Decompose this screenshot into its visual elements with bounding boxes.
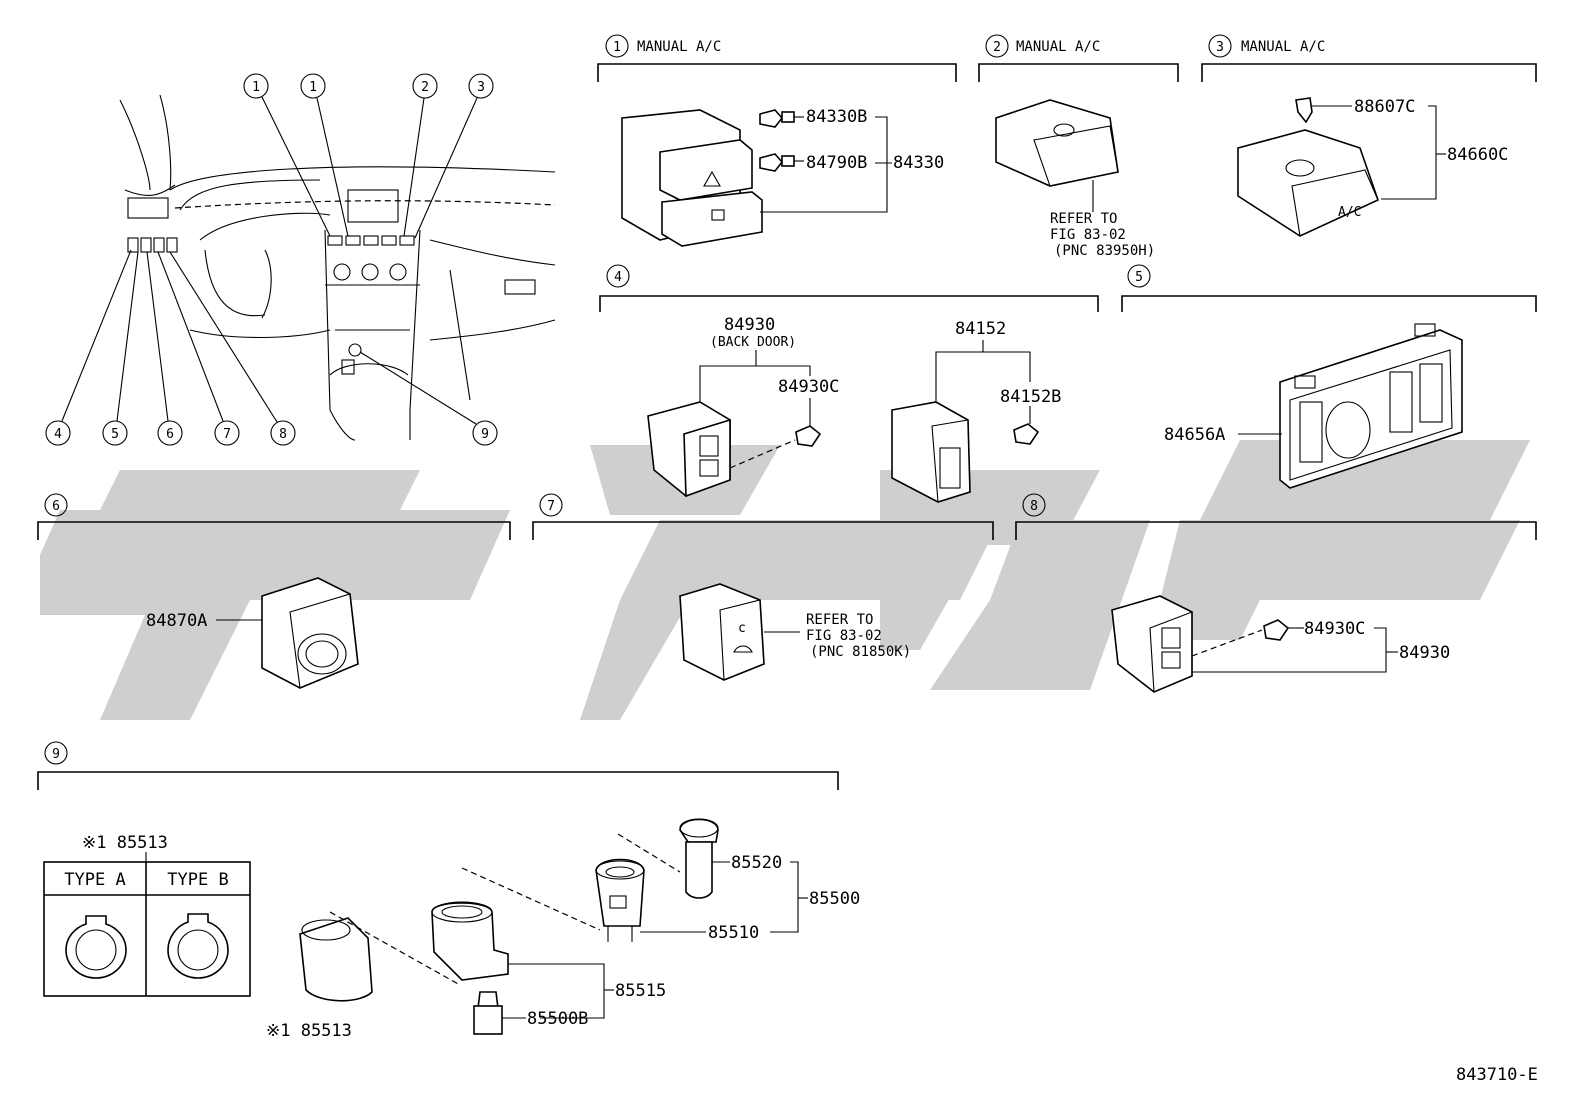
switch-mark: c <box>738 621 746 636</box>
overview-callout-8: 8 <box>169 251 296 446</box>
section-9: 9 ※1 85513 TYPE A TYPE B ※1 85513 85515 <box>37 741 860 1041</box>
part-label-84152B: 84152B <box>1000 387 1061 407</box>
section-8: 8 84930C 84930 <box>1015 493 1537 693</box>
section-7: 7 c REFER TO FIG 83-02 (PNC 81850K) <box>532 493 994 681</box>
section-number: 6 <box>52 499 60 514</box>
part-label-84870A: 84870A <box>146 611 207 631</box>
part-label-85500: 85500 <box>809 889 860 909</box>
part-label-84790B: 84790B <box>806 153 867 173</box>
clip-88607C <box>1295 97 1313 124</box>
overview-callout-5: 5 <box>102 251 139 446</box>
section-title: MANUAL A/C <box>637 39 721 55</box>
bulb-84330B <box>759 109 795 128</box>
lighter-knob-85520 <box>679 818 719 843</box>
part-label-84656A: 84656A <box>1164 425 1225 445</box>
part-label-84330B: 84330B <box>806 107 867 127</box>
section-5: 5 84656A <box>1121 264 1537 489</box>
section-3-manual-ac: 3 MANUAL A/C 88607C 84660C A/C <box>1201 34 1537 237</box>
bulb-84930C-8 <box>1263 619 1290 641</box>
part-label-84152: 84152 <box>955 319 1006 339</box>
callout-label: 2 <box>421 80 429 95</box>
switch-panel-84656A <box>1279 329 1463 489</box>
type-b-label: TYPE B <box>167 870 228 890</box>
overview-callout-6: 6 <box>146 251 183 446</box>
section-title: MANUAL A/C <box>1016 39 1100 55</box>
part-label-84930-8: 84930 <box>1399 643 1450 663</box>
bulb-84790B <box>759 153 795 172</box>
callout-label: 8 <box>279 427 287 442</box>
section-number: 9 <box>52 747 60 762</box>
socket-85510 <box>595 858 645 927</box>
figure-code: 843710-E <box>1456 1065 1538 1085</box>
section-number: 5 <box>1135 270 1143 285</box>
callout-label: 7 <box>223 427 231 442</box>
part-label-back-door: (BACK DOOR) <box>710 335 796 350</box>
callout-label: 3 <box>477 80 485 95</box>
part-label-85513-bottom: ※1 85513 <box>266 1021 352 1041</box>
callout-label: 9 <box>481 427 489 442</box>
part-label-85520: 85520 <box>731 853 782 873</box>
section-1-manual-ac: 1 MANUAL A/C 84330B 84790B 84330 <box>597 34 957 247</box>
refer-to-line2: FIG 83-02 <box>1050 227 1126 243</box>
switch-81850K <box>679 583 765 681</box>
refer-to-line1: REFER TO <box>1050 211 1117 227</box>
part-label-88607C: 88607C <box>1354 97 1415 117</box>
section-6: 6 84870A <box>37 493 511 689</box>
section-number: 7 <box>547 499 555 514</box>
section-number: 8 <box>1030 499 1038 514</box>
section-number: 4 <box>614 270 622 285</box>
sleeve-85513 <box>299 917 373 1002</box>
callout-label: 1 <box>252 80 260 95</box>
part-label-84660C: 84660C <box>1447 145 1508 165</box>
part-label-84930C: 84930C <box>778 377 839 397</box>
type-b-ring-icon <box>167 913 229 979</box>
section-4: 4 84930 (BACK DOOR) 84930C 84152 84152B <box>599 264 1099 503</box>
refer-to-line3: (PNC 81850K) <box>810 644 911 660</box>
dashboard-overview <box>119 94 556 441</box>
overview-callout-4: 4 <box>45 249 132 446</box>
section-title: MANUAL A/C <box>1241 39 1325 55</box>
section-number: 1 <box>613 40 621 55</box>
part-label-84330: 84330 <box>893 153 944 173</box>
overview-callout-1b: 1 <box>300 73 349 237</box>
callout-label: 4 <box>54 427 62 442</box>
part-label-84930: 84930 <box>724 315 775 335</box>
overview-callout-9: 9 <box>359 351 498 446</box>
part-label-85513-top: ※1 85513 <box>82 833 168 853</box>
callout-label: 1 <box>309 80 317 95</box>
overview-callout-7: 7 <box>157 251 240 446</box>
refer-to-line1: REFER TO <box>806 612 873 628</box>
callout-label: 6 <box>166 427 174 442</box>
overview-callout-3: 3 <box>414 73 494 239</box>
type-a-ring-icon <box>65 915 127 979</box>
part-label-85515: 85515 <box>615 981 666 1001</box>
hazard-triangle-icon <box>703 170 721 187</box>
type-a-label: TYPE A <box>64 870 125 890</box>
section-2-manual-ac: 2 MANUAL A/C REFER TO FIG 83-02 (PNC 839… <box>978 34 1179 259</box>
refer-to-line2: FIG 83-02 <box>806 628 882 644</box>
part-label-85510: 85510 <box>708 923 759 943</box>
type-table: TYPE A TYPE B <box>43 861 251 997</box>
bulb-84152B <box>1013 423 1040 445</box>
overview-callout-2: 2 <box>403 73 438 237</box>
part-label-84930C-8: 84930C <box>1304 619 1365 639</box>
ac-switch-mark: A/C <box>1338 205 1361 220</box>
part-label-85500B: 85500B <box>527 1009 588 1029</box>
bulb-84930C <box>795 425 822 447</box>
refer-to-line3: (PNC 83950H) <box>1054 243 1155 259</box>
section-number: 3 <box>1216 40 1224 55</box>
callout-label: 5 <box>111 427 119 442</box>
section-number: 2 <box>993 40 1001 55</box>
hazard-button <box>659 139 753 201</box>
defogger-icon <box>711 209 725 221</box>
overview-callout-1a: 1 <box>243 73 331 237</box>
ac-switch-2 <box>995 99 1119 187</box>
